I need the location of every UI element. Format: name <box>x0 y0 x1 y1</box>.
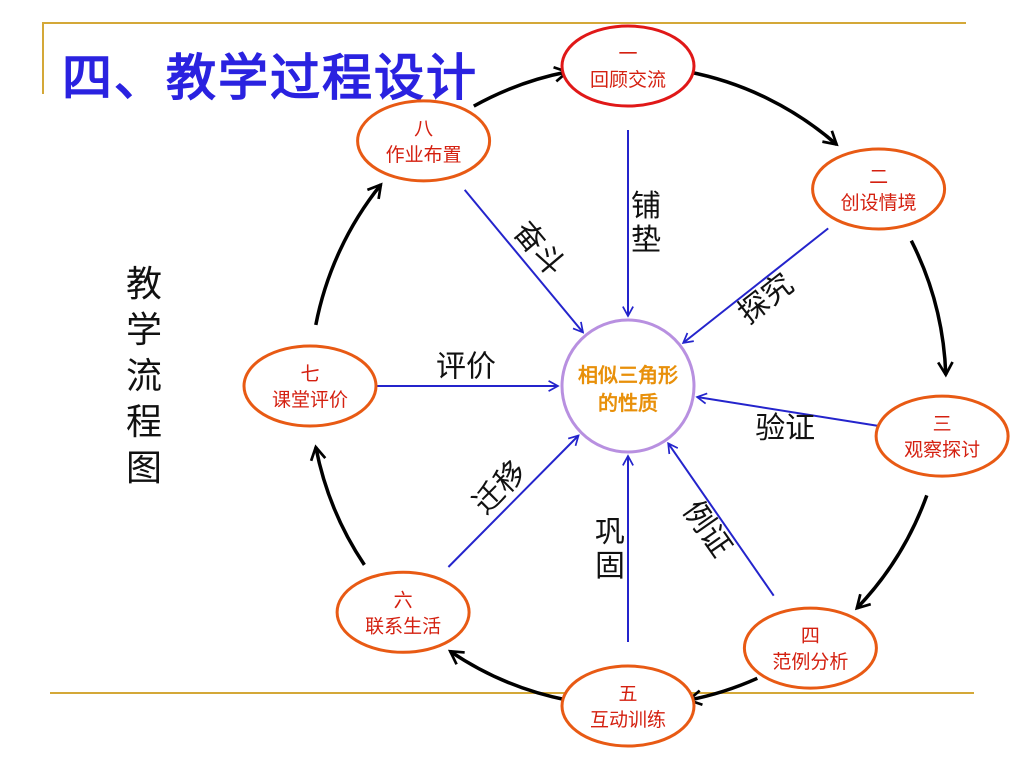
edge-label: 探究 <box>732 267 801 332</box>
step-number: 八 <box>414 118 433 140</box>
cycle-arrow <box>314 182 383 326</box>
step-label: 回顾交流 <box>590 69 666 91</box>
center-label-line1: 相似三角形 <box>578 363 678 387</box>
edge-arrow <box>697 397 880 427</box>
step-ellipse <box>335 570 471 654</box>
step-number: 四 <box>801 625 820 647</box>
step-label: 范例分析 <box>772 651 848 673</box>
side-label-char: 教 <box>125 264 162 305</box>
edge-label: 巩固 <box>595 515 625 584</box>
step-ellipse <box>242 344 378 428</box>
edge-arrow <box>447 436 578 568</box>
center-circle <box>560 318 696 454</box>
step-number: 六 <box>394 589 413 611</box>
step-label: 观察探讨 <box>904 439 980 461</box>
edge-label: 铺垫 <box>631 189 661 258</box>
edge-arrow <box>463 189 583 333</box>
step-ellipse <box>811 147 947 231</box>
step-ellipse <box>560 664 696 748</box>
step-number: 一 <box>618 43 637 65</box>
step-number: 五 <box>618 683 637 705</box>
cycle-arrow <box>688 70 839 147</box>
left-rule <box>42 22 44 94</box>
edge-label: 例证 <box>675 495 738 564</box>
edge-arrow <box>683 227 829 343</box>
side-label: 教 学 流 程 图 <box>122 262 166 492</box>
step-label: 创设情境 <box>841 192 917 214</box>
side-label-char: 程 <box>125 402 162 443</box>
edge-label: 验证 <box>755 411 815 446</box>
cycle-arrow <box>309 444 366 566</box>
cycle-arrow <box>909 239 954 378</box>
step-number: 七 <box>300 363 319 385</box>
step-number: 二 <box>869 166 888 188</box>
page-title: 四、教学过程设计 <box>62 49 478 107</box>
edge-label: 迁移 <box>466 454 533 521</box>
cycle-arrow <box>686 676 759 707</box>
center-label-line2: 的性质 <box>598 391 658 415</box>
step-ellipse <box>742 606 878 690</box>
edge-label: 评价 <box>436 350 496 385</box>
edge-label: 奋斗 <box>506 215 571 283</box>
top-rule <box>42 22 966 24</box>
side-label-char: 流 <box>125 356 162 397</box>
step-label: 联系生活 <box>365 615 441 637</box>
cycle-arrow <box>472 65 570 108</box>
step-label: 作业布置 <box>386 144 462 166</box>
step-ellipse <box>560 24 696 108</box>
side-label-char: 图 <box>125 448 162 489</box>
step-number: 三 <box>933 413 952 435</box>
cycle-arrow <box>854 494 929 611</box>
step-label: 互动训练 <box>590 709 666 731</box>
step-ellipse <box>874 394 1010 478</box>
bottom-rule <box>50 692 974 694</box>
step-label: 课堂评价 <box>272 389 348 411</box>
step-ellipse <box>356 99 492 183</box>
center-node: 相似三角形 的性质 <box>560 318 696 454</box>
side-label-char: 学 <box>125 310 162 351</box>
cycle-arrow <box>447 649 568 702</box>
edge-arrow <box>668 443 775 597</box>
